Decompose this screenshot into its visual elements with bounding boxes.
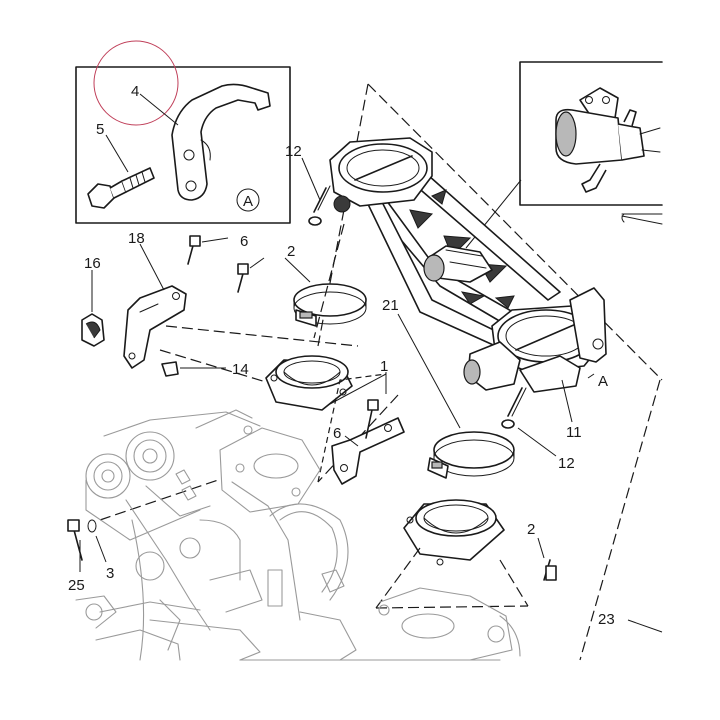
inset-frame-right: [519, 61, 663, 206]
callout-1: 1: [380, 358, 388, 375]
callout-3: 3: [106, 565, 114, 582]
view-marker-assembly: A: [598, 373, 608, 390]
hose-clamp-lower: [427, 431, 515, 479]
highlight-circle: [93, 40, 179, 126]
callout-16: 16: [84, 255, 101, 272]
hose-clamp-upper: [293, 283, 367, 327]
washer-3: [87, 519, 97, 533]
engine-phantom: [75, 409, 521, 661]
bolt-part-5: [87, 167, 155, 209]
intake-boot-lower: [403, 499, 505, 566]
callout-2-lower: 2: [527, 521, 535, 538]
callout-6-upper: 6: [240, 233, 248, 250]
callout-14: 14: [232, 361, 249, 378]
screw-12-upper: [308, 185, 331, 226]
callout-23: 23: [598, 611, 615, 628]
screw-12-lower: [501, 387, 527, 429]
callout-2-upper: 2: [287, 243, 295, 260]
screw-2-upper: [237, 263, 249, 293]
inset-detail-a: 4 5 A: [75, 40, 291, 224]
callout-25: 25: [68, 577, 85, 594]
bracket-part-18: [123, 285, 187, 369]
screw-2-lower: [543, 559, 557, 581]
clip-part-16: [81, 313, 105, 347]
throttle-body-assembly: [329, 137, 607, 393]
callout-6-lower: 6: [333, 425, 341, 442]
callout-12-upper: 12: [285, 143, 302, 160]
view-marker-inset: A: [243, 193, 253, 210]
bracket-part-1: [331, 417, 405, 485]
screw-6-upper: [187, 235, 201, 265]
screw-6-lower: [365, 399, 379, 439]
inset-actuator-detail: [519, 61, 663, 225]
callout-11: 11: [566, 424, 582, 441]
callout-5: 5: [96, 121, 104, 138]
callout-21: 21: [382, 297, 399, 314]
view-marker-circle: [236, 188, 260, 212]
callout-4: 4: [131, 83, 139, 100]
bracket-part-4: [171, 83, 271, 201]
callout-18: 18: [128, 230, 145, 247]
screw-25: [67, 519, 83, 561]
intake-boot-upper: [265, 355, 353, 411]
grommet-part-14: [161, 361, 179, 377]
inset-frame: [75, 66, 291, 224]
callout-12-lower: 12: [558, 455, 575, 472]
